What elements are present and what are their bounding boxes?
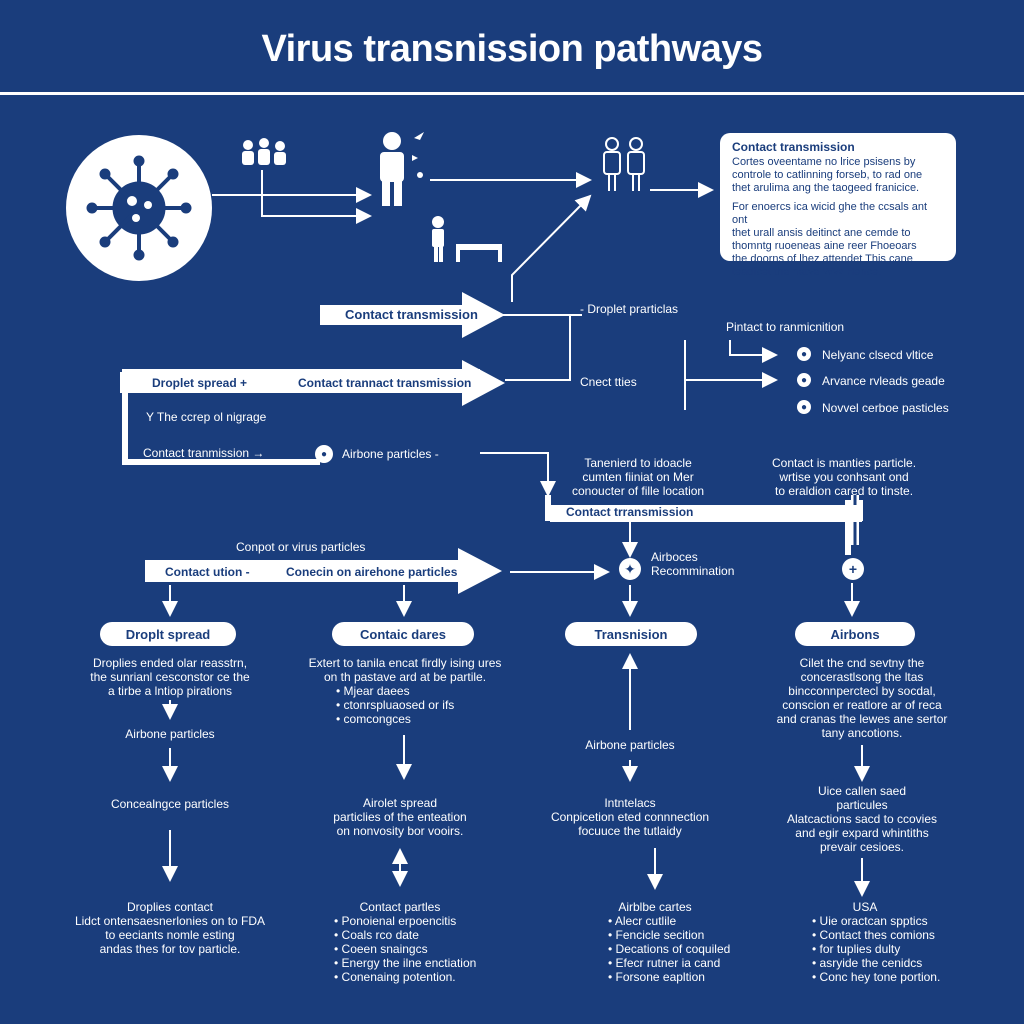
node-icon: ● [315, 445, 333, 463]
frame-bottom-label: Contact tranmission → [143, 446, 265, 460]
col1-paragraph: Droplies ended olar reasstrn, the sunria… [90, 656, 250, 698]
right-note: Contact is manties particle. wrtise you … [772, 456, 917, 498]
center-label: Cnect tties [580, 375, 637, 389]
droplet-note: - Droplet prarticlas [580, 302, 679, 316]
col3-bottom-bullets: Alecr cutlile Fencicle secition Decation… [608, 914, 730, 984]
contact-big-arrow [320, 292, 505, 338]
right-heading: Pintact to ranmicnition [726, 320, 845, 334]
col3-step1: Airbone particles [585, 738, 675, 752]
airbone-node-label: Airboces Recommination [651, 550, 735, 578]
col4-step1: Uice callen saed particules Alatcactions… [786, 784, 938, 854]
pair-people-icon [603, 137, 645, 191]
item-bullet-icon: ● [797, 347, 811, 361]
col4-header: Airbons [795, 622, 915, 646]
virus-icon [86, 155, 192, 261]
title-divider [0, 92, 1024, 95]
right-item: Arvance rvleads geade [822, 374, 945, 388]
infobox-heading: Contact transmission [732, 140, 855, 154]
col4-paragraph: Cilet the cnd sevtny the concerastlsong … [776, 656, 948, 740]
col1-bottom: Droplies contact Lidct ontensaesnerlonie… [74, 900, 266, 956]
infobox-paragraph-2: For enoercs ica wicid ghe the ccsals ant… [732, 201, 928, 278]
up-arrow-icon: ↑ [121, 398, 129, 415]
frame-left-label: Droplet spread + [152, 376, 248, 390]
contact-info-box: Contact transmission Cortes oveentame no… [720, 133, 956, 278]
infobox-paragraph-1: Cortes oveentame no lrice psisens by con… [732, 156, 923, 194]
col1-step2: Concealngce particles [110, 797, 230, 811]
right-item: Nelyanc clsecd vltice [822, 348, 934, 362]
mid-note: Tanenierd to idoacle cumten fiiniat on M… [572, 456, 705, 498]
airborne-mid-label: Airbone particles - [342, 447, 439, 461]
frame-big-arrow [120, 360, 505, 406]
col2-bottom-bullets: Ponoienal erpoencitis Coals rco date Coe… [334, 914, 477, 984]
col3-bottom-head: Airblbe cartes [618, 900, 692, 914]
contact-arrow-label: Contact transmission [345, 307, 478, 322]
over-label: Conpot or virus particles [236, 540, 366, 554]
frame-mid-label: Contact trannact transmission [298, 376, 472, 390]
plus-node-icon: + [842, 558, 864, 580]
band2-arrow-right-label: Conecin on airehone particles [286, 565, 458, 579]
col4-bottom-bullets: Uie oractcan spptics Contact thes comion… [812, 914, 941, 984]
col2-bottom-head: Contact partles [359, 900, 441, 914]
virus-illustration [66, 135, 212, 281]
item-bullet-icon: ● [797, 373, 811, 387]
item-bullet-icon: ● [797, 400, 811, 414]
col2-paragraph: Extert to tanila encat firdly ising ures… [308, 656, 502, 684]
col2-bullets: Mjear daees ctonrspluaosed or ifs comcon… [336, 684, 455, 726]
crowd-icon [242, 138, 286, 165]
airbone-node-icon: ✦ [619, 558, 641, 580]
col3-step2: Intntelacs Conpicetion eted connnection … [550, 796, 710, 838]
arrow-airborne-down [480, 452, 556, 497]
band2-arrow-left-label: Contact ution - [165, 565, 250, 579]
patient-bed-icon [432, 216, 502, 262]
connector-contact-loop [500, 314, 571, 381]
col4-bottom-head: USA [852, 900, 878, 914]
col1-step1: Airbone particles [125, 727, 215, 741]
page-title: Virus transnission pathways [261, 28, 763, 70]
contact-bar-label: Contact trransmission [566, 505, 694, 519]
band2-big-arrow [145, 548, 502, 594]
arrow-crowd-to-person [261, 170, 372, 224]
person-icon [380, 132, 424, 206]
col1-header: Droplt spread [100, 622, 236, 646]
frame-note: Y The ccrep ol nigrage [146, 410, 267, 424]
arrow-up-to-pair [511, 194, 592, 302]
right-item: Novvel cerboe pasticles [822, 401, 949, 415]
col3-header: Transnision [565, 622, 697, 646]
col2-header: Contaic dares [332, 622, 474, 646]
col2-step1: Airolet spread particlies of the enteati… [333, 796, 467, 838]
